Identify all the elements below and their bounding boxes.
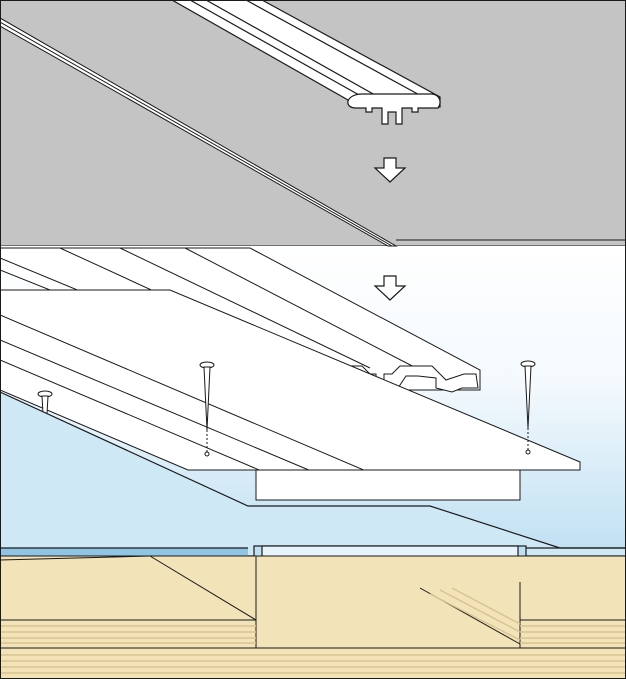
nail-fixing [520,360,536,455]
assembly-arrow [373,157,407,183]
wood-grain [0,587,626,674]
floor-covering-edge [0,17,626,247]
nail-fixing [199,361,215,457]
wood-subfloor [0,555,626,679]
base-profile [0,247,581,501]
transition-profile [170,0,441,125]
assembly-arrow [373,275,407,301]
